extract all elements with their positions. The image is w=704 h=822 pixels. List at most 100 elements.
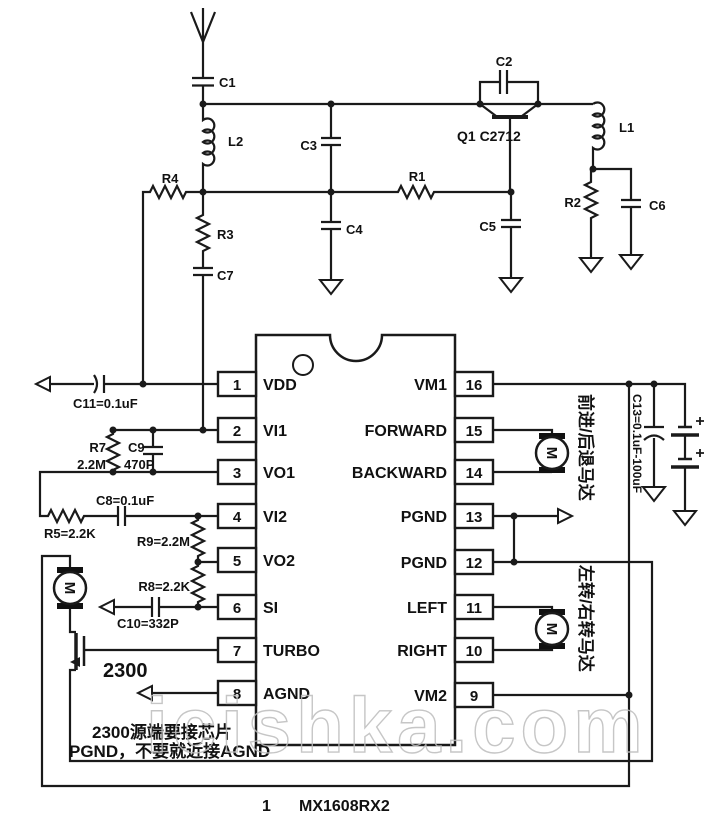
pin-name: TURBO — [263, 643, 320, 660]
pin-name: SI — [263, 600, 278, 617]
mosfet-arrow-icon — [70, 657, 80, 667]
pin-name: AGND — [263, 686, 310, 703]
wire-vm-return — [40, 384, 631, 788]
label-c1: C1 — [219, 75, 236, 90]
part-number: MX1608RX2 — [299, 798, 390, 815]
capacitor-c11 — [50, 374, 218, 394]
pin-name: VM1 — [414, 377, 447, 394]
pin-name: PGND — [401, 509, 447, 526]
label-c6: C6 — [649, 198, 666, 213]
label-r2: R2 — [564, 195, 581, 210]
motor-letter: M — [61, 582, 78, 595]
junction-dots — [109, 100, 658, 699]
resistor-r2 — [582, 169, 600, 258]
ground-icon — [617, 254, 645, 271]
pin-number: 12 — [466, 555, 483, 572]
arrow-left-icon — [97, 598, 115, 616]
resistor-r3 — [194, 192, 212, 268]
motors: M M M — [52, 433, 570, 649]
label-c8: C8=0.1uF — [96, 493, 154, 508]
arrow-right-icon — [557, 507, 575, 525]
pin-name: VI1 — [263, 423, 287, 440]
capacitor-c3 — [321, 104, 341, 192]
pin-number: 11 — [466, 600, 482, 617]
resistor-r5 — [38, 470, 218, 525]
label-r4: R4 — [162, 171, 179, 186]
pin-names: VDD VI1 VO1 VI2 VO2 SI TURBO AGND VM1 FO… — [263, 377, 447, 705]
pin1-indicator-icon — [292, 354, 314, 376]
pin-name: LEFT — [407, 600, 447, 617]
label-mosfet-2300: 2300 — [103, 660, 148, 682]
pin-number: 9 — [470, 688, 478, 705]
pin-name: VDD — [263, 377, 297, 394]
ic-body — [254, 333, 457, 747]
label-c4: C4 — [346, 222, 363, 237]
label-l1: L1 — [619, 120, 634, 135]
pin-name: FORWARD — [365, 423, 447, 440]
left-pin-boxes: 1 2 3 4 5 6 7 8 — [216, 370, 258, 707]
label-c2: C2 — [496, 54, 513, 69]
pin-number: 4 — [233, 509, 242, 526]
component-labels: C1 L2 R4 R3 C7 C3 C4 C2 Q1 C2712 R1 C5 L… — [44, 54, 666, 682]
pin-number: 16 — [466, 377, 483, 394]
ground-symbols — [317, 254, 699, 527]
inductor-l1 — [591, 101, 606, 169]
arrow-left-icon — [33, 375, 51, 393]
ground-icon — [317, 279, 345, 296]
label-c13: C13=0.1uF-100uF — [630, 394, 644, 493]
capacitor-c10 — [114, 597, 218, 617]
pin-number: 2 — [233, 423, 241, 440]
pin-name: PGND — [401, 555, 447, 572]
pin-name: RIGHT — [397, 643, 447, 660]
pin-number: 5 — [233, 553, 241, 570]
label-l2: L2 — [228, 134, 243, 149]
motor-left-icon: M — [52, 567, 88, 609]
label-c9-name: C9 — [128, 440, 145, 455]
annotations: 前进/后退马达 左转/右转马达 2300源端要接芯片 PGND，不要就近接AGN… — [69, 394, 596, 761]
label-r7-name: R7 — [89, 440, 106, 455]
label-r1: R1 — [409, 169, 426, 184]
pin-number: 1 — [233, 377, 241, 394]
transistor-q1 — [479, 103, 539, 192]
pin-number: 13 — [466, 509, 483, 526]
pin-name: BACKWARD — [352, 465, 447, 482]
label-c3: C3 — [300, 138, 317, 153]
resistor-r4 — [141, 183, 203, 384]
capacitor-c13 — [643, 384, 665, 487]
resistor-r7 — [104, 430, 122, 472]
caption: 1 MX1608RX2 — [262, 798, 390, 815]
pin-number: 8 — [233, 686, 241, 703]
label-q1: Q1 C2712 — [457, 128, 521, 144]
label-r3: R3 — [217, 227, 234, 242]
wire-pin13 — [493, 514, 558, 562]
wire-motor2 — [493, 605, 554, 652]
arrow-left-icon — [135, 684, 153, 702]
resistor-r9 — [189, 516, 207, 562]
wire-pgnd-return — [68, 560, 654, 763]
label-c7: C7 — [217, 268, 234, 283]
annotation-motor1: 前进/后退马达 — [576, 394, 596, 501]
label-c11: C11=0.1uF — [73, 396, 138, 411]
motor-letter: M — [543, 447, 560, 460]
mosfet-2300 — [68, 560, 654, 763]
resistor-r8 — [189, 562, 207, 607]
motor-letter: M — [543, 623, 560, 636]
pin-number: 3 — [233, 465, 241, 482]
annotation-note-line2: PGND，不要就近接AGND — [69, 741, 270, 761]
wire-pin16-rail — [493, 382, 687, 427]
label-r8: R8=2.2K — [138, 579, 190, 594]
net-arrows — [33, 375, 575, 702]
capacitor-c9 — [143, 430, 163, 472]
pin-number: 10 — [466, 643, 483, 660]
capacitor-c5 — [501, 192, 521, 278]
capacitor-c6 — [591, 167, 641, 255]
antenna-icon — [189, 8, 217, 78]
pin-number: 6 — [233, 600, 241, 617]
pin-number: 7 — [233, 643, 241, 660]
capacitor-c8 — [116, 506, 218, 526]
ground-icon — [497, 277, 525, 294]
annotation-note-line1: 2300源端要接芯片 — [92, 722, 232, 742]
pin-name: VO1 — [263, 465, 295, 482]
